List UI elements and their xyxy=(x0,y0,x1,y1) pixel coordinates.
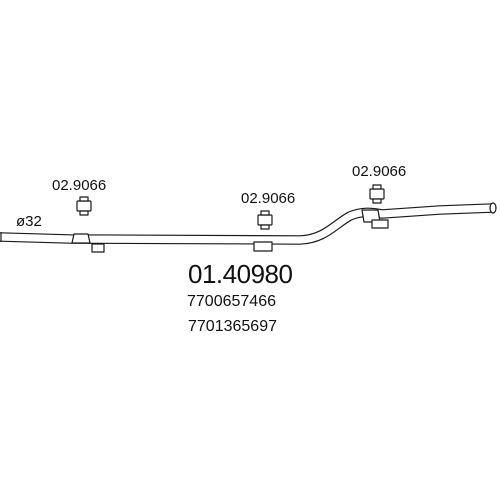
oe-number: 7701365697 xyxy=(188,318,277,335)
pipe-bracket-left xyxy=(71,233,105,253)
hanger-label: 02.9066 xyxy=(352,163,406,180)
pipe-bracket-right xyxy=(361,209,389,229)
hanger-label: 02.9066 xyxy=(52,177,106,194)
oe-number: 7700657466 xyxy=(187,293,276,310)
hanger-label: 02.9066 xyxy=(241,190,295,207)
rubber-hanger-icon xyxy=(76,196,92,216)
pipe-bracket-middle xyxy=(253,241,273,252)
diameter-label: ø32 xyxy=(16,213,42,230)
pipe-outlet xyxy=(489,202,497,214)
rubber-hanger-icon xyxy=(369,184,385,204)
rubber-hanger-icon xyxy=(257,210,273,230)
part-number: 01.40980 xyxy=(188,259,292,289)
